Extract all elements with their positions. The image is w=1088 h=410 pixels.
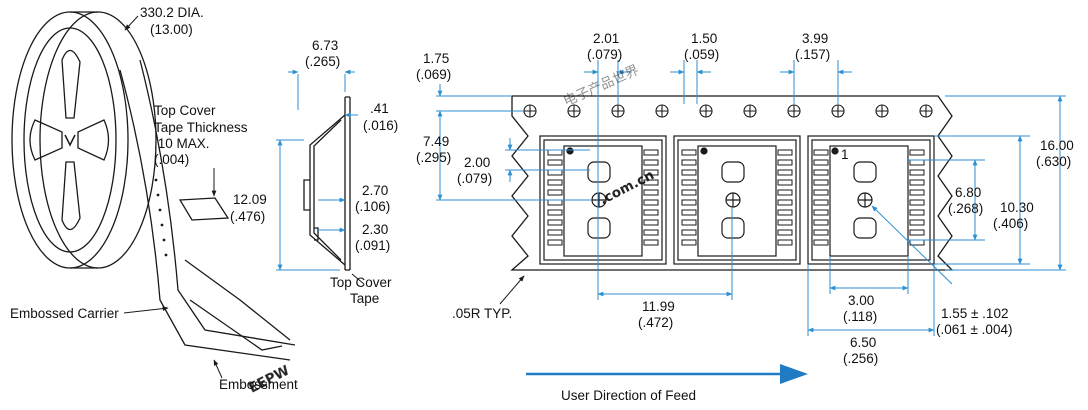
pocket-b-in: (.256) xyxy=(843,351,878,366)
embossment-label: Embossment xyxy=(219,377,298,392)
tape-width-in: (.630) xyxy=(1036,154,1071,169)
e-in: (.069) xyxy=(416,67,451,82)
tape-dims xyxy=(436,60,1066,336)
section-width-in: (.265) xyxy=(305,54,340,69)
sprocket-hole xyxy=(919,104,933,118)
hole-dia-mm: 1.55 ± .102 xyxy=(941,306,1008,321)
section-height-mm: 12.09 xyxy=(233,192,267,207)
pocket-length-mm: 6.80 xyxy=(955,185,981,200)
cover-tape-line2: Tape Thickness xyxy=(154,120,248,135)
tape-thickness-mm: .41 xyxy=(370,101,389,116)
depth-b-mm: 2.30 xyxy=(362,222,388,237)
hole-dia-in: (.061 ± .004) xyxy=(936,322,1012,337)
corner-radius-label: .05R TYP. xyxy=(452,306,512,321)
pocket-length-in: (.268) xyxy=(948,201,983,216)
tape-thickness-in: (.016) xyxy=(363,118,398,133)
section-width-mm: 6.73 xyxy=(312,38,338,53)
tape-width-mm: 16.00 xyxy=(1040,138,1074,153)
sprocket-hole xyxy=(743,104,757,118)
p0-in: (.157) xyxy=(795,47,830,62)
pocket-2 xyxy=(673,135,801,265)
watermark: EEPW .com.cn 电子产品世界 xyxy=(246,62,657,396)
depth-a-mm: 2.70 xyxy=(362,183,388,198)
sprocket-hole xyxy=(611,104,625,118)
section-height-in: (.476) xyxy=(230,209,265,224)
sprocket-holes xyxy=(523,104,933,118)
depth-a-in: (.106) xyxy=(355,199,390,214)
watermark-cn: 电子产品世界 xyxy=(561,62,641,109)
reel xyxy=(11,11,296,361)
p2b-in: (.079) xyxy=(457,171,492,186)
pocket-a-in: (.118) xyxy=(843,309,877,324)
pocket-width-mm: 10.30 xyxy=(1000,200,1034,215)
f-mm: 7.49 xyxy=(423,134,449,149)
p2-mm: 2.01 xyxy=(593,31,619,46)
pitch-in: (.472) xyxy=(638,315,673,330)
cover-tape-line4: (.004) xyxy=(154,152,189,167)
carrier-holes xyxy=(154,178,168,257)
watermark-domain: .com.cn xyxy=(597,167,657,208)
pin-one-label: 1 xyxy=(841,147,849,162)
sprocket-hole xyxy=(787,104,801,118)
p0-mm: 3.99 xyxy=(802,31,828,46)
pocket-3 xyxy=(807,135,935,265)
pocket-width-in: (.406) xyxy=(993,216,1028,231)
sprocket-hole xyxy=(875,104,889,118)
sprocket-hole xyxy=(567,104,581,118)
reel-diameter-in: (13.00) xyxy=(150,22,193,37)
cover-tape-line1: Top Cover xyxy=(154,103,216,118)
p2-in: (.079) xyxy=(587,47,622,62)
section-dims xyxy=(276,69,358,271)
pocket-b-mm: 6.50 xyxy=(850,335,876,350)
cover-tape-line3: .10 MAX. xyxy=(154,136,210,151)
d0-mm: 1.50 xyxy=(691,31,717,46)
p2b-mm: 2.00 xyxy=(464,155,490,170)
feed-direction-label: User Direction of Feed xyxy=(561,388,696,403)
cover-tape-thickness-label: Top Cover Tape Thickness .10 MAX. (.004) xyxy=(154,103,248,197)
reel-diameter-label: 330.2 DIA. (13.00) xyxy=(124,5,204,37)
cross-section xyxy=(303,96,351,271)
depth-b-in: (.091) xyxy=(355,238,390,253)
feed-direction: User Direction of Feed xyxy=(526,364,808,403)
sprocket-hole xyxy=(831,104,845,118)
pitch-mm: 11.99 xyxy=(642,299,675,314)
sprocket-hole xyxy=(523,104,537,118)
embossed-carrier-label: Embossed Carrier xyxy=(10,306,119,321)
d0-in: (.059) xyxy=(684,47,719,62)
e-mm: 1.75 xyxy=(423,51,449,66)
top-cover-tape-line1: Top Cover xyxy=(330,275,392,290)
pocket-a-mm: 3.00 xyxy=(848,293,874,308)
sprocket-hole xyxy=(699,104,713,118)
feed-arrow-icon xyxy=(780,364,808,384)
f-in: (.295) xyxy=(416,150,451,165)
sprocket-hole xyxy=(655,104,669,118)
reel-diameter-mm: 330.2 DIA. xyxy=(140,5,204,20)
top-cover-tape-line2: Tape xyxy=(350,291,379,306)
